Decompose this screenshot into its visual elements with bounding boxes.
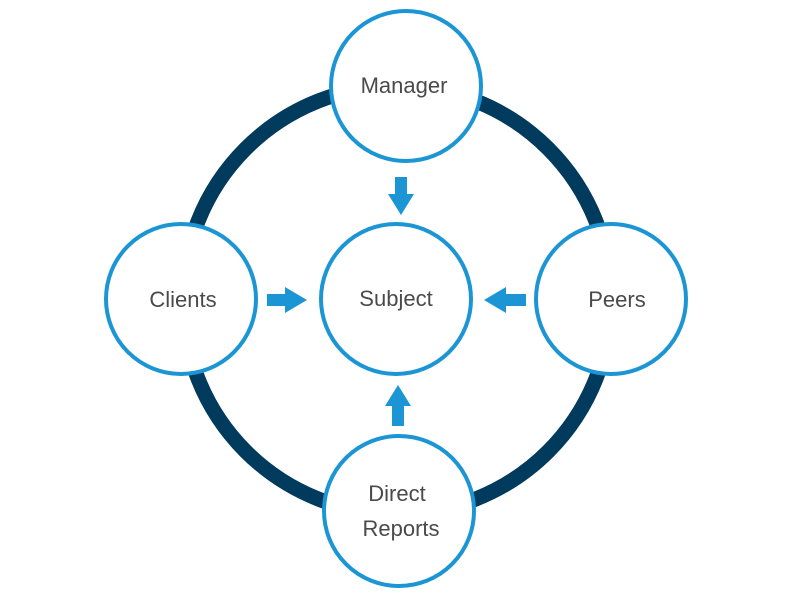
arrow-right-icon [267,287,307,313]
node-peers: Peers [534,222,688,376]
node-direct-reports-label-line2: Reports [362,516,439,541]
node-subject: Subject [319,222,473,376]
node-subject-label: Subject [359,286,432,311]
node-direct-reports: Direct Reports [322,434,476,588]
arrow-up-icon [385,385,411,426]
node-clients: Clients [104,222,258,376]
node-manager-label: Manager [361,73,448,98]
node-peers-label: Peers [588,287,645,312]
arrow-left-icon [484,287,526,313]
node-manager: Manager [329,9,483,163]
arrow-down-icon [388,177,414,215]
node-direct-reports-label-line1: Direct [368,481,425,506]
node-clients-label: Clients [149,287,216,312]
